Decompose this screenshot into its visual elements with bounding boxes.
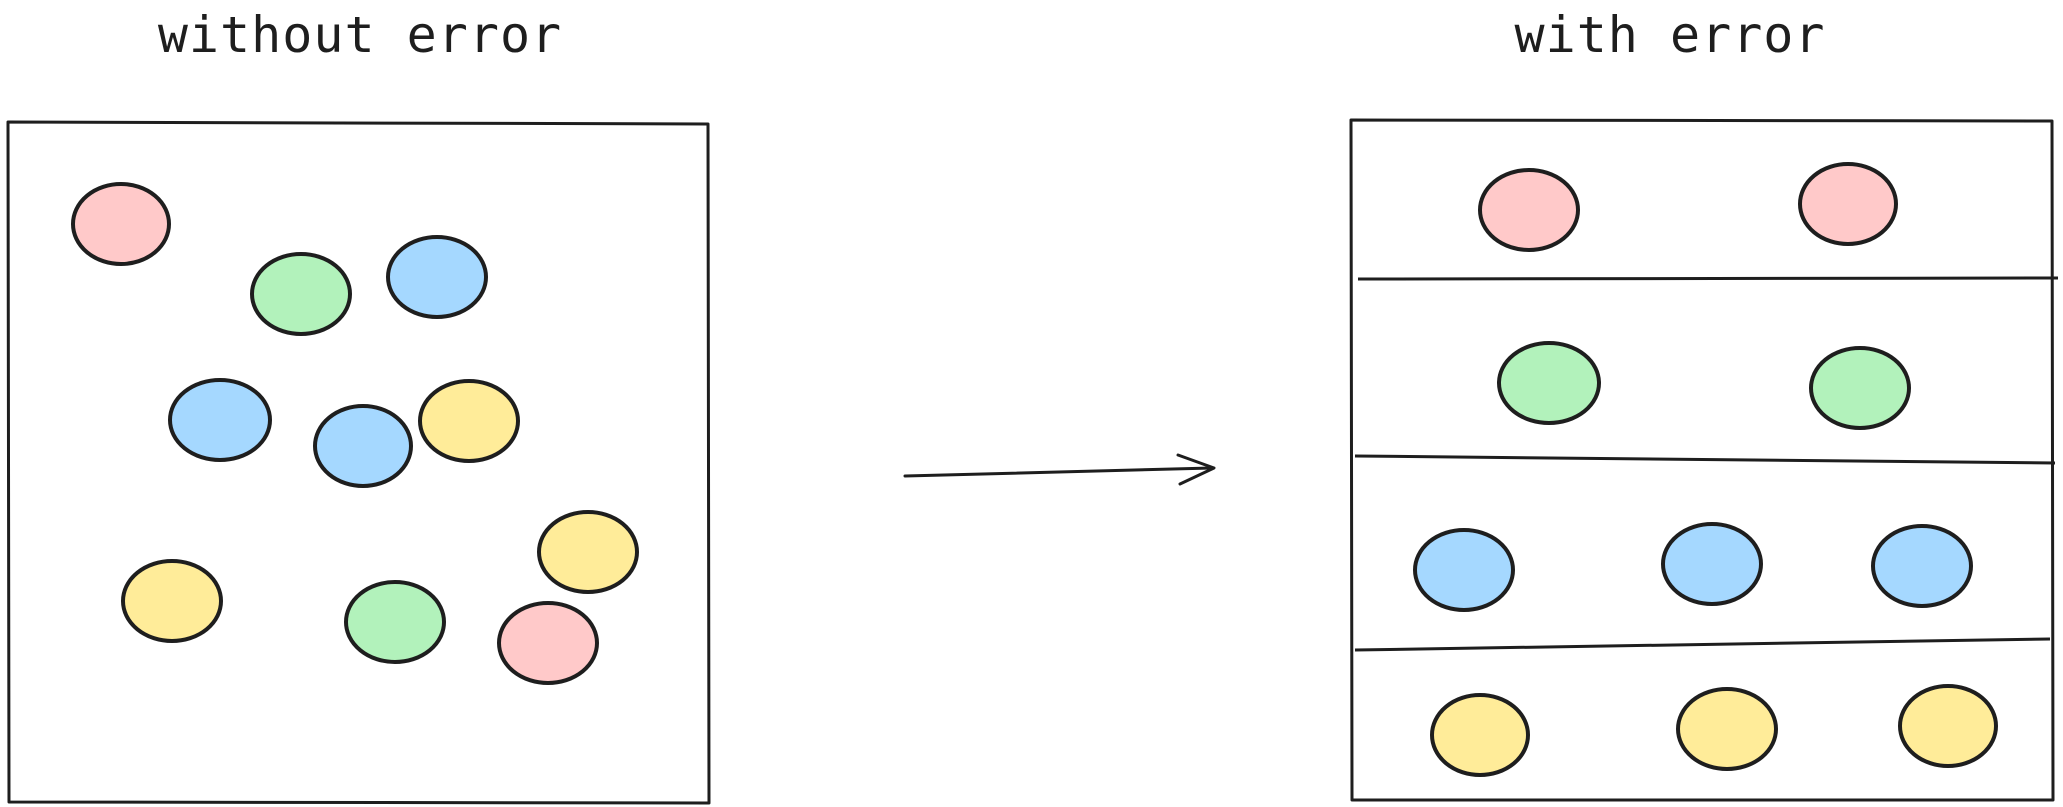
dot-yellow	[537, 510, 639, 594]
left-panel-box	[6, 120, 711, 805]
dot-blue	[313, 404, 413, 488]
arrow-shaft	[903, 466, 1214, 478]
dot-blue	[1661, 522, 1763, 606]
left-panel-title: without error	[157, 6, 563, 64]
left-panel-dots	[71, 182, 639, 685]
dot-yellow	[121, 559, 223, 643]
dot-yellow	[1676, 687, 1778, 771]
right-panel-title: with error	[1514, 6, 1826, 64]
dot-blue	[1413, 528, 1515, 612]
arrow-head	[1176, 453, 1216, 486]
row-divider	[1354, 454, 2056, 465]
dot-blue	[386, 235, 488, 319]
right-panel-dots	[1413, 162, 1998, 777]
dot-blue	[168, 378, 272, 462]
dot-red	[497, 601, 599, 685]
dot-yellow	[1898, 684, 1998, 768]
dot-green	[1809, 346, 1911, 430]
dot-blue	[1871, 524, 1973, 608]
dot-red	[71, 182, 171, 266]
dot-red	[1478, 168, 1580, 252]
dot-yellow	[418, 379, 520, 463]
right-panel-box	[1349, 118, 2055, 802]
dot-green	[1497, 341, 1601, 425]
row-divider	[1354, 637, 2051, 652]
transition-arrow	[903, 453, 1216, 486]
dot-yellow	[1430, 693, 1530, 777]
dot-green	[344, 580, 446, 664]
row-divider	[1357, 276, 2059, 281]
dot-red	[1798, 162, 1898, 246]
dot-green	[250, 252, 352, 336]
